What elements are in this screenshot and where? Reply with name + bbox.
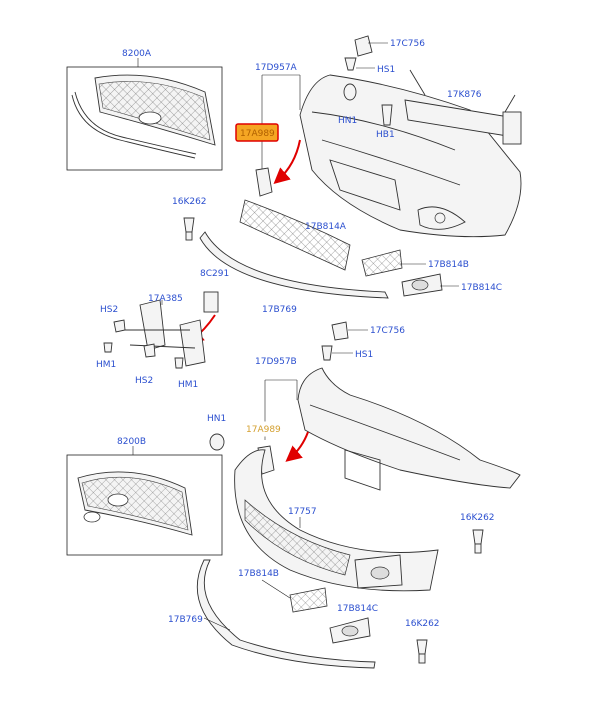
fog-bezel-c-top [401,273,443,297]
fastener-16k262-right-1 [472,529,484,554]
nut-hn1-bottom [209,433,225,451]
label-hb1: HB1 [376,130,395,140]
label-hn1-bottom: HN1 [207,414,226,424]
nut-hn1-top [343,83,357,101]
screw-hs2-bottom [143,343,156,358]
fog-bezel-c-bottom [329,617,371,644]
highlight-box-bottom [243,421,287,437]
label-hs2-top: HS2 [100,305,118,315]
fog-grille-b-top [361,249,403,277]
screw-hs1-bottom [321,345,333,361]
label-17b814a: 17B814A [305,222,347,232]
lower-bumper-cover [297,367,521,491]
label-8c291: 8C291 [200,269,229,279]
fog-grille-b-bottom [289,587,328,613]
label-17c756-bottom: 17C756 [370,326,405,336]
nut-hm1-left [103,342,113,353]
red-arrow-top [273,139,301,184]
label-hm1-left: HM1 [96,360,116,370]
fastener-16k262-right-2 [416,639,428,664]
label-hs2-bottom: HS2 [135,376,153,386]
upper-bumper-cover [299,74,522,238]
label-17a989-bottom: 17A989 [246,425,281,435]
label-17757: 17757 [288,507,317,517]
label-hs1-bottom: HS1 [355,350,373,360]
highlight-box-top [235,123,279,142]
label-8200a: 8200A [122,49,152,59]
label-17b769-bottom: 17B769 [168,615,203,625]
label-8200b: 8200B [117,437,146,447]
label-hm1-bottom: HM1 [178,380,198,390]
upper-grille-a [71,74,216,159]
bolt-hb1 [381,104,393,126]
clip-top [354,35,373,57]
label-17a385: 17A385 [148,294,183,304]
label-16k262-right-1: 16K262 [460,513,495,523]
clip-bottom [331,321,349,341]
nut-hm1-bottom [174,357,184,369]
label-17b814c-top: 17B814C [461,283,502,293]
grille-kit-b-frame [66,454,223,556]
bracket-17d957a [255,167,273,197]
deflector-17b769-bottom [196,559,376,669]
label-17a989-top: 17A989 [240,129,275,139]
label-16k262-right-2: 16K262 [405,619,440,629]
label-17d957b: 17D957B [255,357,297,367]
screw-hs2-top [113,319,126,333]
label-17d957a: 17D957A [255,63,298,73]
label-17b814b-top: 17B814B [428,260,469,270]
label-hs1-top: HS1 [377,65,395,75]
red-arrow-bottom [285,431,309,462]
label-17b769-top: 17B769 [262,305,297,315]
lower-grille-17b814a [239,199,351,271]
upper-grille-b [77,471,193,536]
grille-kit-a-frame [66,66,223,171]
screw-hs1-top [344,57,357,71]
bracket-assy-17a385 [120,299,206,367]
label-hn1-top: HN1 [338,116,357,126]
label-17k876: 17K876 [447,90,482,100]
label-16k262-left: 16K262 [172,197,207,207]
deflector-17b769-top [199,231,389,299]
bracket-plate-8c291 [203,291,219,313]
fastener-16k262-left [183,217,195,241]
label-17c756-top: 17C756 [390,39,425,49]
label-17b814c-bottom: 17B814C [337,604,378,614]
label-17b814b-bottom: 17B814B [238,569,279,579]
bumper-17757 [234,449,439,592]
bumper-reinforcement [404,69,522,145]
